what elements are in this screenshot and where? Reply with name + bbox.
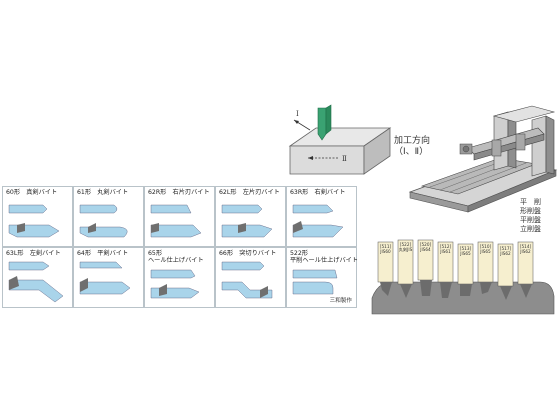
tool-head-2 [515,133,526,151]
machine-top-beam [492,105,556,123]
planer-machine-illustration [408,105,558,213]
green-tool [317,107,327,141]
arrow-1-label: Ⅰ [296,110,299,118]
tool-cell-61: 61形 丸剣バイト [73,186,144,247]
tool-tag: [511]JIS60 [379,244,392,254]
tool-tag: [510]JIS65 [479,244,492,254]
tool-tag: [520]JIS64 [419,242,432,252]
machining-direction-diagram: Ⅰ Ⅱ [288,104,392,175]
tool-63l-icon [8,261,64,303]
tool-cell-60: 60形 真剣バイト [2,186,73,247]
tool-catalog-grid: 60形 真剣バイト 61形 丸剣バイト 62R形 右片刃バイト 62L形 左片刃… [2,186,358,310]
tool-cell-63r: 63R形 右剣バイト [286,186,357,247]
tool-tag: [514]JIS62 [519,244,532,254]
tool-522-icon [292,269,338,295]
tool-63r-icon [292,204,344,238]
tool-cell-62l: 62L形 左片刃バイト [215,186,286,247]
maker-credit: 三和製作 [329,298,352,304]
machine-type-list: 平 削 形削盤 平削盤 立削盤 [520,198,541,233]
tool-tips [380,280,532,300]
tool-60-icon [8,204,60,238]
tool-cell-64: 64形 平剣バイト [73,247,144,308]
tool-64-icon [79,261,131,295]
tool-holder-illustration: [511]JIS60 [522]丸剣JIS [520]JIS64 [512]JI… [370,236,556,316]
tool-head-1 [491,139,502,157]
tool-62r-icon [150,204,202,238]
tool-66-icon [221,261,273,299]
tool-shanks [377,239,534,287]
machine-column-right [531,115,547,177]
machining-direction-label: 加工方向 （Ⅰ、Ⅱ） [394,136,431,157]
workpiece-side [363,127,391,175]
tool-cell-65: 65形 ヘール仕上げバイト [144,247,215,308]
tool-tag: [512]JIS61 [439,244,452,254]
tool-62l-icon [221,204,273,238]
tool-cell-522: 522形 平削ヘール仕上げバイト 三和製作 [286,247,358,308]
tool-65-icon [150,269,200,299]
tool-cell-66: 66形 突切りバイト [215,247,286,308]
tool-tag: [522]丸剣JIS [398,242,413,252]
workpiece-front [289,145,365,175]
arrow-2-label: Ⅱ [342,155,347,163]
tool-61-icon [79,204,128,238]
tool-cell-62r: 62R形 右片刃バイト [144,186,215,247]
tool-tag: [513]JIS65 [459,246,472,256]
tool-cell-63l: 63L形 左剣バイト [2,247,73,308]
tool-tag: [517]JIS62 [499,246,512,256]
